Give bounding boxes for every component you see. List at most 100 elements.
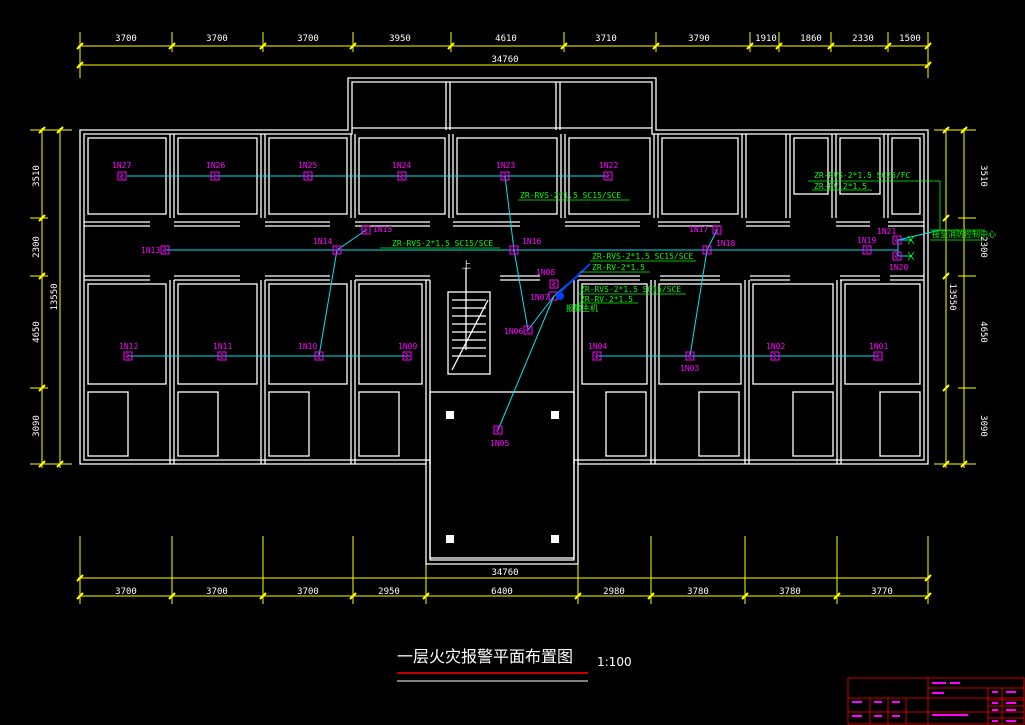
n07-note: 报警主机 bbox=[566, 303, 598, 313]
dim-bottom-1: 3700 bbox=[115, 587, 137, 597]
device-label: 1N09 bbox=[398, 342, 417, 351]
dim-bottom-3: 3700 bbox=[297, 587, 319, 597]
wall-layer bbox=[79, 77, 929, 565]
dim-top-10: 2330 bbox=[852, 34, 874, 44]
device-1n18[interactable]: 1N18 bbox=[702, 239, 735, 255]
device-1n13[interactable]: 1N13 bbox=[141, 245, 170, 255]
device-label: 1N06 bbox=[504, 327, 523, 336]
drawing-scale: 1:100 bbox=[597, 655, 632, 669]
drawing-title: 一层火灾报警平面布置图 bbox=[397, 647, 573, 666]
dim-left-3: 4650 bbox=[32, 321, 42, 343]
dim-top-11: 1500 bbox=[899, 34, 921, 44]
device-1n05[interactable]: 1N05 bbox=[490, 425, 509, 448]
device-label: 1N20 bbox=[889, 263, 908, 272]
dim-left-1: 3510 bbox=[32, 165, 42, 187]
drawing-title-block: 一层火灾报警平面布置图 1:100 bbox=[397, 647, 632, 682]
device-1n19[interactable]: 1N19 bbox=[857, 236, 876, 255]
device-1n16[interactable]: 1N16 bbox=[509, 237, 541, 255]
device-label: 1N17 bbox=[689, 225, 708, 234]
dimension-layer bbox=[30, 32, 976, 604]
dim-top-1: 3700 bbox=[115, 34, 137, 44]
device-1n10[interactable]: 1N10 bbox=[298, 342, 324, 361]
device-label: 1N13 bbox=[141, 246, 160, 255]
dim-top-3: 3700 bbox=[297, 34, 319, 44]
device-label: 1N24 bbox=[392, 161, 411, 170]
device-1n04[interactable]: 1N04 bbox=[588, 342, 607, 361]
dim-bottom-2: 3700 bbox=[206, 587, 228, 597]
device-1n24[interactable]: 1N24 bbox=[392, 161, 411, 181]
dim-bottom-8: 3780 bbox=[779, 587, 801, 597]
device-label: 1N05 bbox=[490, 439, 509, 448]
lobby-columns bbox=[446, 411, 559, 543]
device-1n01[interactable]: 1N01 bbox=[869, 342, 888, 361]
device-label: 1N14 bbox=[313, 237, 332, 246]
device-1n25[interactable]: 1N25 bbox=[298, 161, 317, 181]
device-1n27[interactable]: 1N27 bbox=[112, 161, 131, 181]
device-label: 1N19 bbox=[857, 236, 876, 245]
device-1n06[interactable]: 1N06 bbox=[504, 325, 533, 336]
dim-top-5: 4610 bbox=[495, 34, 517, 44]
device-label: 1N03 bbox=[680, 364, 699, 373]
stair-up-label: 上 bbox=[462, 260, 471, 271]
device-1n14[interactable]: 1N14 bbox=[313, 237, 342, 255]
device-1n07[interactable]: 1N07 报警主机 bbox=[530, 291, 598, 313]
terminal-marks bbox=[907, 235, 915, 261]
dim-right-1: 3510 bbox=[978, 165, 988, 187]
device-1n22[interactable]: 1N22 bbox=[599, 161, 618, 181]
device-label: 1N23 bbox=[496, 161, 515, 170]
dim-right-4: 3090 bbox=[978, 415, 988, 437]
device-1n26[interactable]: 1N26 bbox=[206, 161, 225, 181]
device-layer: 1N27 1N26 1N25 1N24 1N23 1N22 bbox=[112, 161, 908, 448]
cable-label-6: ZR-RV-2*1.5 bbox=[580, 295, 633, 304]
dim-right-3: 4650 bbox=[978, 321, 988, 343]
dim-left-2: 2300 bbox=[32, 236, 42, 258]
device-1n20[interactable]: 1N20 bbox=[889, 251, 908, 272]
device-1n03[interactable]: 1N03 bbox=[680, 351, 699, 373]
device-1n21[interactable]: 1N21 bbox=[877, 227, 902, 245]
right-note: 接至消防控制中心 bbox=[932, 229, 996, 239]
device-label: 1N01 bbox=[869, 342, 888, 351]
device-1n17[interactable]: 1N17 bbox=[689, 225, 722, 235]
dim-left-total: 13550 bbox=[50, 283, 60, 310]
cable-label-5: ZR-RVS-2*1.5 SC15/SCE bbox=[580, 285, 681, 294]
dim-bottom-7: 3780 bbox=[687, 587, 709, 597]
device-1n09[interactable]: 1N09 bbox=[398, 342, 417, 361]
device-label: 1N02 bbox=[766, 342, 785, 351]
bus-line-blue bbox=[557, 263, 591, 295]
dim-left-4: 3090 bbox=[32, 415, 42, 437]
device-label: 1N21 bbox=[877, 227, 896, 236]
title-block-marks bbox=[852, 682, 1016, 722]
device-label: 1N26 bbox=[206, 161, 225, 170]
dim-top-8: 1910 bbox=[755, 34, 777, 44]
device-1n23[interactable]: 1N23 bbox=[496, 161, 515, 181]
dim-top-2: 3700 bbox=[206, 34, 228, 44]
cable-label-1: ZR-RVS-2*1.5 SC15/SCE bbox=[520, 191, 621, 200]
device-label: 1N07 bbox=[530, 293, 549, 302]
device-1n11[interactable]: 1N11 bbox=[213, 342, 232, 361]
dim-right-total: 13550 bbox=[947, 283, 957, 310]
device-label: 1N10 bbox=[298, 342, 317, 351]
cable-label-2: ZR-RVS-2*1.5 SC15/SCE bbox=[392, 239, 493, 248]
device-label: 1N08 bbox=[536, 268, 555, 277]
device-label: 1N12 bbox=[119, 342, 138, 351]
device-1n15[interactable]: 1N15 bbox=[361, 225, 392, 235]
device-1n08[interactable]: 1N08 bbox=[536, 268, 559, 289]
device-1n12[interactable]: 1N12 bbox=[119, 342, 138, 361]
device-label: 1N22 bbox=[599, 161, 618, 170]
cable-label-8: ZR-RV-2*1.5 bbox=[814, 182, 867, 191]
device-1n02[interactable]: 1N02 bbox=[766, 342, 785, 361]
dim-bottom-9: 3770 bbox=[871, 587, 893, 597]
device-label: 1N11 bbox=[213, 342, 232, 351]
device-label: 1N04 bbox=[588, 342, 607, 351]
dim-bottom-4: 2950 bbox=[378, 587, 400, 597]
dim-top-4: 3950 bbox=[389, 34, 411, 44]
dim-bottom-6: 2980 bbox=[603, 587, 625, 597]
device-label: 1N18 bbox=[716, 239, 735, 248]
title-block bbox=[847, 677, 1025, 725]
dim-right-2: 2300 bbox=[978, 236, 988, 258]
dimension-labels: 3700 3700 3700 3950 4610 3710 3790 1910 … bbox=[32, 34, 988, 597]
dim-bottom-total: 34760 bbox=[491, 568, 518, 578]
cable-label-layer: ZR-RVS-2*1.5 SC15/SCE ZR-RVS-2*1.5 SC15/… bbox=[392, 171, 996, 304]
cable-label-7: ZR-RVS-2*1.5 SC25/FC bbox=[814, 171, 911, 180]
dim-top-total: 34760 bbox=[491, 55, 518, 65]
